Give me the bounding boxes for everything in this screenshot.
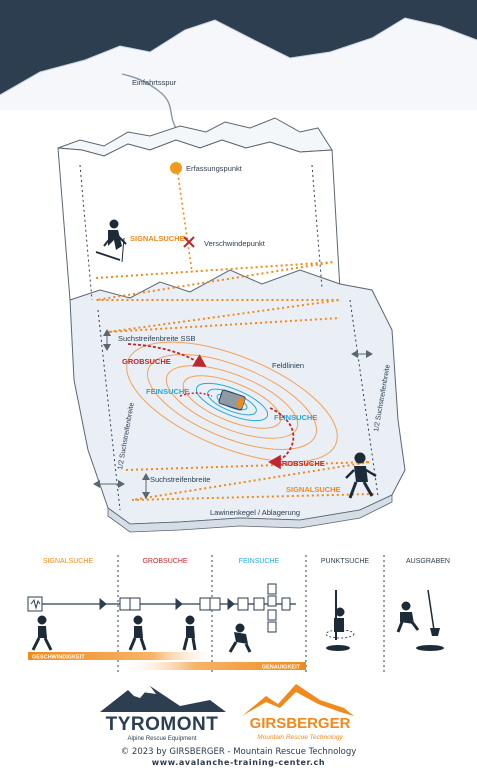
ssb-label: Suchstreifenbreite SSB [118,334,196,343]
girsberger-name: GIRSBERGER [250,715,351,732]
girsberger-logo-mark [242,684,354,716]
phase-signal-heading: SIGNALSUCHE [43,558,94,565]
entry-track-label: Einfahrtsspur [132,78,177,87]
vanish-point-marker [183,236,195,248]
tyromont-logo-mark [100,686,226,712]
phase-fine-heading: FEINSUCHE [239,558,280,565]
vanish-point-label: Verschwindepunkt [204,239,266,248]
coarse-search-label-right: GROBSUCHE [276,459,325,468]
searcher-icon [345,452,377,499]
accuracy-label: GENAUIGKEIT [262,665,301,671]
signal-search-label-bottom: SIGNALSUCHE [286,485,341,494]
signal-search-path [95,261,341,333]
field-lines-label: Feldlinien [272,361,304,370]
detection-point-label: Erfassungspunkt [186,164,243,173]
dig-icon [396,589,444,651]
copyright-text: © 2023 by GIRSBERGER - Mountain Rescue T… [120,747,357,757]
phase-walker-icons [31,615,252,653]
signal-search-label-top: SIGNALSUCHE [130,234,185,243]
tyromont-name: TYROMONT [106,714,219,735]
point-search-icon [325,590,355,651]
upper-slope [57,139,341,301]
signal-search-path-bottom [125,461,375,501]
phase-point-heading: PUNKTSUCHE [321,558,370,565]
mountain-silhouette [0,18,477,120]
website-url[interactable]: www.avalanche-training-center.ch [151,758,326,767]
skier-icon [95,219,127,263]
girsberger-tagline: Mountain Rescue Technology [257,734,343,741]
phase-coarse-heading: GROBSUCHE [142,558,187,565]
phase-dig-heading: AUSGRABEN [406,558,450,565]
coarse-search-arrow-left [127,343,207,367]
fine-search-label-left: FEINSUCHE [146,387,189,396]
accuracy-bar [120,662,306,670]
speed-bar [28,652,220,660]
transceiver-display-icons [27,583,291,633]
coarse-search-arrow-right [268,407,295,470]
field-lines [126,341,338,463]
detection-point-marker [170,162,182,174]
coarse-search-label-left: GROBSUCHE [122,357,171,366]
tyromont-tagline: Alpine Rescue Equipment [127,736,196,742]
avalanche-cone-label: Lawinenkegel / Ablagerung [210,508,300,517]
strip-width-label: Suchstreifenbreite [150,475,210,484]
speed-label: GESCHWINDIGKEIT [32,655,85,661]
buried-transceiver-icon [218,389,246,411]
fine-search-label-right: FEINSUCHE [274,413,317,422]
